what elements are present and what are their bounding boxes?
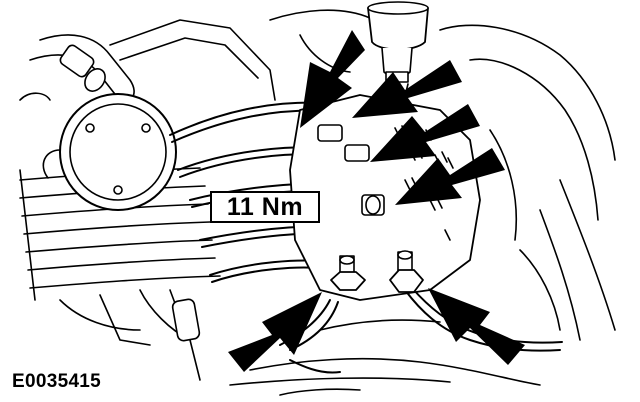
callout-arrow-6 [428, 288, 525, 365]
flare-nut-right [389, 250, 424, 293]
callout-arrow-4 [395, 148, 505, 205]
callout-arrow-2 [352, 60, 462, 118]
callout-arrow-1 [300, 30, 365, 128]
valve-block [289, 94, 481, 301]
callout-arrow-5 [228, 292, 322, 372]
flare-nut-left [330, 255, 366, 291]
callout-arrow-3 [370, 104, 480, 162]
engine-bay-structure [19, 9, 616, 396]
figure-id: E0035415 [12, 371, 102, 392]
torque-callout: 11 Nm [210, 191, 320, 223]
round-cover [42, 93, 177, 211]
